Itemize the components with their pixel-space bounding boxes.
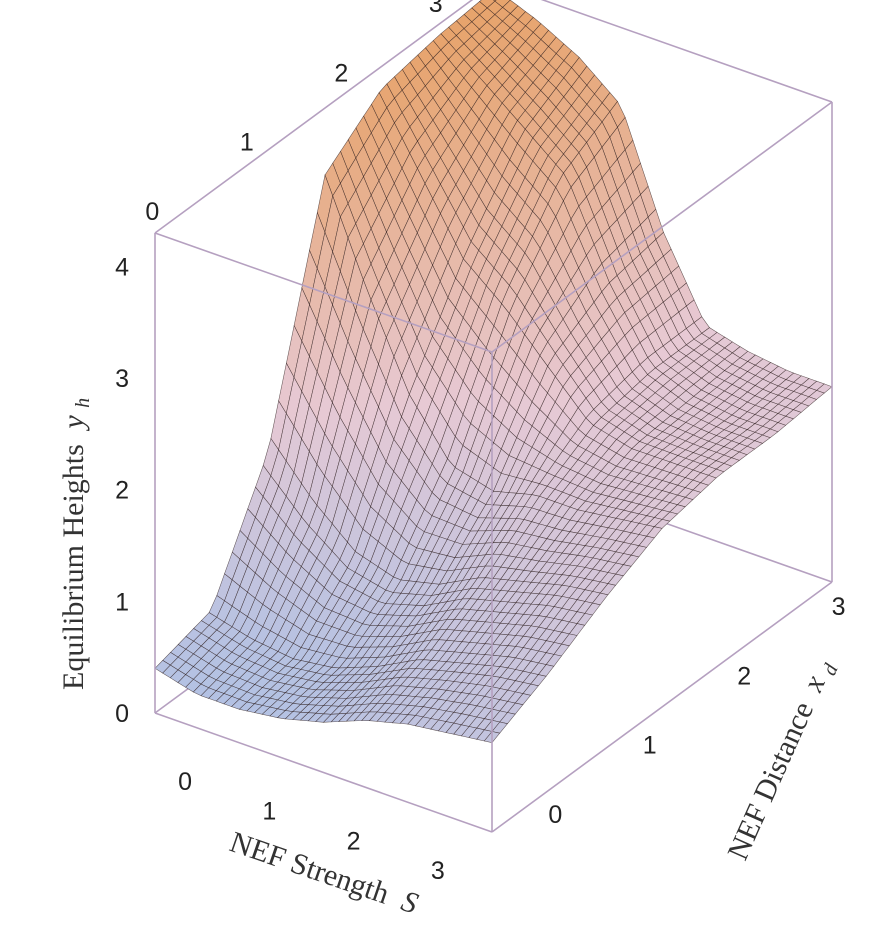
z-tick-label: 3 [115, 365, 129, 393]
x-axis-title: NEF Strength S [226, 825, 422, 920]
back-tick-labels: 0 1 2 3 [145, 0, 442, 226]
back-y-tick-label: 2 [334, 59, 348, 87]
x-axis-label: NEF Strength [226, 825, 394, 910]
surface-mesh [154, 0, 833, 744]
x-tick-label: 1 [262, 798, 276, 826]
x-tick-label: 3 [431, 857, 445, 885]
x-tick-labels: 0 1 2 3 [178, 768, 445, 885]
box-edge-bottom-right [491, 581, 833, 833]
back-y-tick-label: 0 [145, 198, 159, 226]
z-tick-label: 1 [115, 588, 129, 616]
x-axis-symbol: S [397, 884, 422, 920]
x-tick-label: 0 [178, 768, 192, 796]
back-y-tick-label: 3 [429, 0, 443, 18]
z-tick-label: 4 [115, 253, 129, 281]
z-tick-label: 2 [115, 477, 129, 505]
bounding-box-front [154, 101, 833, 832]
box-edge-top-right [491, 101, 833, 353]
y-axis-label: NEF Distance [721, 697, 820, 865]
box-edge-top-back [540, 0, 833, 103]
box-edge-top-front [154, 232, 493, 353]
box-edge-bottom-front [154, 712, 493, 833]
box-edge-top-left [154, 0, 474, 234]
y-axis-symbol-sub: d [819, 660, 844, 679]
y-tick-label: 0 [548, 801, 562, 829]
z-tick-labels: 0 1 2 3 4 [115, 253, 129, 728]
z-axis-symbol: y [57, 415, 90, 432]
z-axis-label: Equilibrium Heights [57, 444, 90, 690]
z-axis-symbol-sub: h [72, 398, 94, 408]
x-tick-label: 2 [347, 827, 361, 855]
y-tick-labels: 0 1 2 3 [548, 593, 845, 829]
y-tick-label: 2 [737, 662, 751, 690]
y-tick-label: 3 [832, 593, 846, 621]
y-tick-label: 1 [643, 732, 657, 760]
z-tick-label: 0 [115, 700, 129, 728]
back-y-tick-label: 1 [240, 129, 254, 157]
z-axis-title: Equilibrium Heights y h [57, 398, 94, 690]
